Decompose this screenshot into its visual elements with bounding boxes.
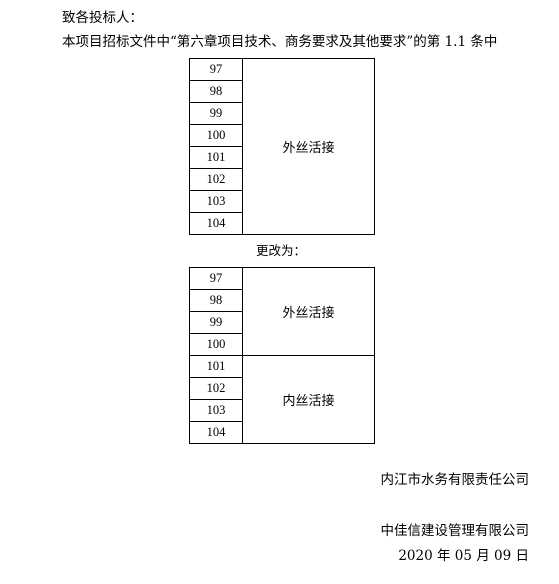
item-number: 104 — [189, 212, 243, 235]
table-row: 101 内丝活接 — [189, 355, 375, 444]
item-number: 102 — [189, 377, 243, 400]
item-number: 99 — [189, 102, 243, 125]
salutation: 致各投标人： — [62, 10, 143, 26]
item-number: 103 — [189, 190, 243, 213]
issue-date: 2020 年 05 月 09 日 — [398, 548, 529, 564]
issuer-owner: 内江市水务有限责任公司 — [380, 472, 530, 488]
item-number: 101 — [189, 355, 243, 378]
original-spec-table: 97 外丝活接 98 99 100 101 102 103 104 — [189, 58, 375, 235]
issuer-agency: 中佳信建设管理有限公司 — [380, 523, 530, 539]
change-label: 更改为： — [256, 243, 307, 258]
item-description: 外丝活接 — [242, 58, 375, 235]
table-row: 104 — [189, 421, 375, 444]
item-description: 内丝活接 — [242, 355, 375, 444]
item-number: 100 — [189, 333, 243, 356]
item-number: 99 — [189, 311, 243, 334]
revised-spec-table: 97 外丝活接 98 99 100 101 内丝活接 102 103 104 — [189, 267, 375, 444]
intro-paragraph: 本项目招标文件中“第六章项目技术、商务要求及其他要求”的第 1.1 条中 — [62, 34, 498, 50]
item-number: 97 — [189, 267, 243, 290]
table-row: 97 外丝活接 — [189, 267, 375, 356]
item-number: 100 — [189, 124, 243, 147]
item-number: 103 — [189, 399, 243, 422]
item-number: 104 — [189, 421, 243, 444]
table-row: 104 — [189, 212, 375, 235]
item-number: 101 — [189, 146, 243, 169]
table-row: 99 — [189, 311, 375, 334]
item-number: 102 — [189, 168, 243, 191]
table-row: 97 外丝活接 — [189, 58, 375, 235]
item-number: 98 — [189, 289, 243, 312]
item-number: 97 — [189, 58, 243, 81]
item-description: 外丝活接 — [242, 267, 375, 356]
item-number: 98 — [189, 80, 243, 103]
table-row: 102 — [189, 168, 375, 191]
